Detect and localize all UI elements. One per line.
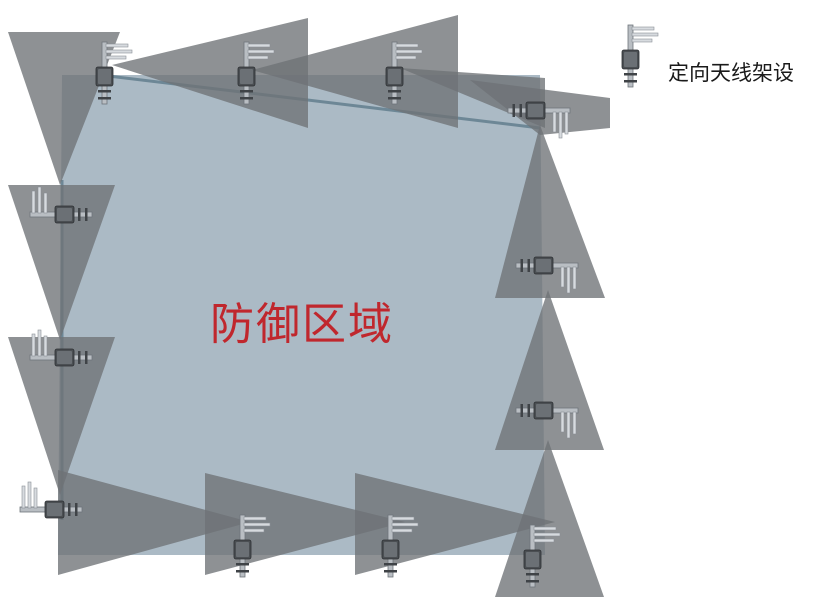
beam-left-2 xyxy=(8,337,115,495)
beam-corner-top-left xyxy=(8,32,120,185)
beam-top-2 xyxy=(252,15,458,128)
legend-antenna-icon xyxy=(621,24,659,88)
beam-left-1 xyxy=(8,185,115,340)
beam-bottom-1 xyxy=(58,470,250,575)
beam-right-1 xyxy=(495,125,605,298)
beam-right-3 xyxy=(495,440,604,597)
defense-zone xyxy=(58,75,545,555)
beam-bottom-3 xyxy=(355,473,555,575)
beam-bottom-2 xyxy=(205,473,405,575)
defense-zone-label: 防御区域 xyxy=(210,299,394,350)
legend-label: 定向天线架设 xyxy=(668,61,794,85)
